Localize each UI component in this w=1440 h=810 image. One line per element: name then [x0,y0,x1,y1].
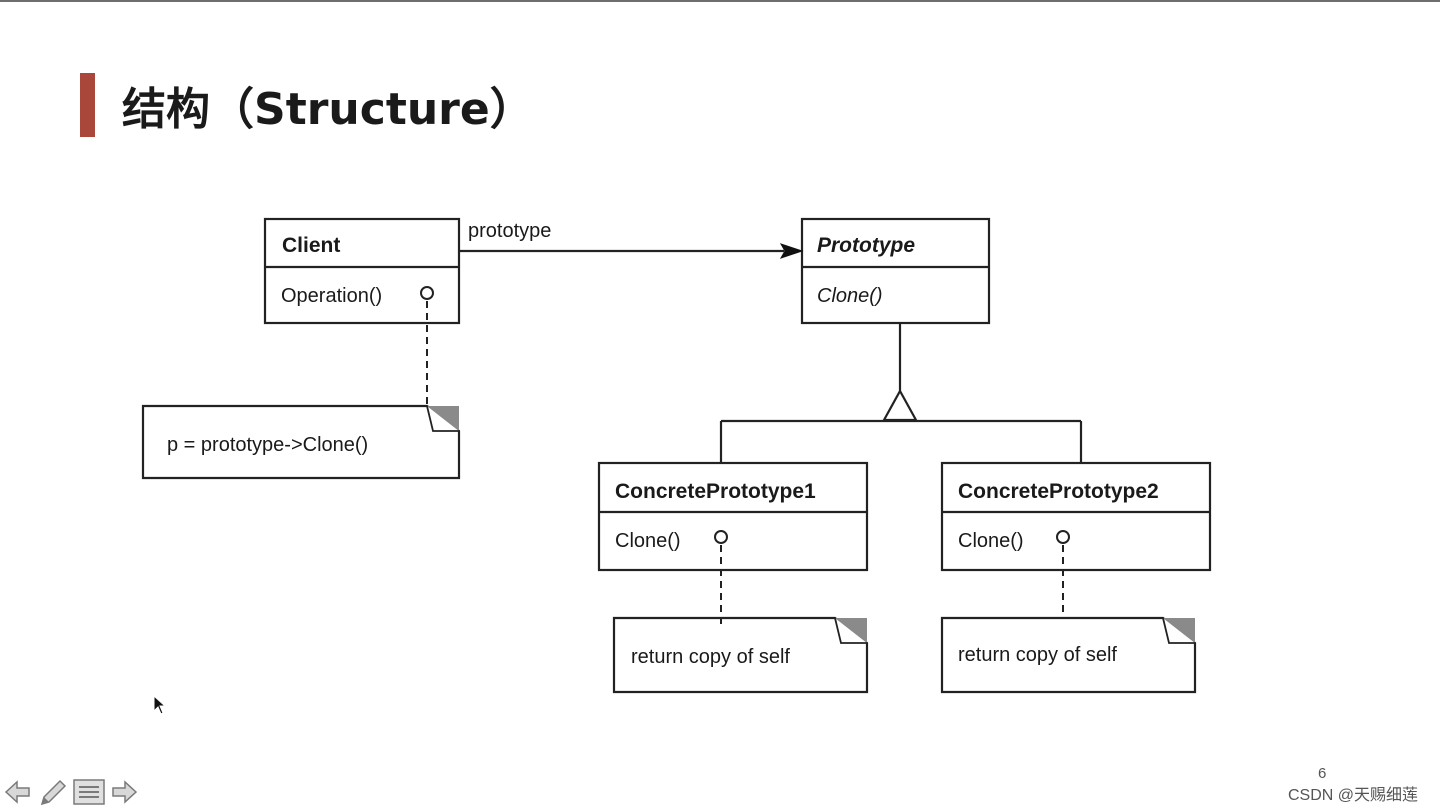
concrete-prototype2-class-box [940,461,1212,572]
inheritance-triangle [882,388,918,422]
client-operation: Operation() [281,285,382,307]
prototype-class-name: Prototype [817,234,915,257]
client-note-text: p = prototype->Clone() [167,434,368,456]
concrete2-note-box [940,616,1197,694]
client-note-fold [426,405,459,432]
mouse-cursor-icon [153,695,167,715]
pen-icon[interactable] [38,778,68,808]
concrete2-operation-marker [1056,530,1070,544]
client-class-box [263,217,461,325]
concrete-prototype2-operation: Clone() [958,530,1024,552]
concrete-prototype2-class-name: ConcretePrototype2 [958,480,1159,503]
slide-title: 结构（Structure） [122,84,534,135]
prototype-operation: Clone() [817,285,883,307]
concrete1-operation-marker [714,530,728,544]
arrow-left-icon[interactable] [4,778,32,806]
watermark: CSDN @天赐细莲 [1288,787,1419,804]
concrete1-note-text: return copy of self [631,646,790,668]
top-border [0,0,1440,2]
concrete-prototype1-class-name: ConcretePrototype1 [615,480,816,503]
association-arrowhead [779,243,804,259]
page-number: 6 [1318,765,1327,782]
title-accent-bar [80,73,95,137]
concrete1-note-fold [834,617,867,644]
prototype-class-box [800,217,991,325]
concrete-prototype1-class-box [597,461,869,572]
concrete1-note-box [612,616,869,694]
client-note-box [141,404,461,480]
association-label: prototype [468,220,551,242]
concrete2-note-text: return copy of self [958,644,1117,666]
client-class-name: Client [282,234,340,257]
arrow-right-icon[interactable] [110,778,138,806]
concrete-prototype1-operation: Clone() [615,530,681,552]
concrete2-note-fold [1162,617,1195,644]
client-operation-marker [420,286,434,300]
menu-icon[interactable] [73,778,105,806]
